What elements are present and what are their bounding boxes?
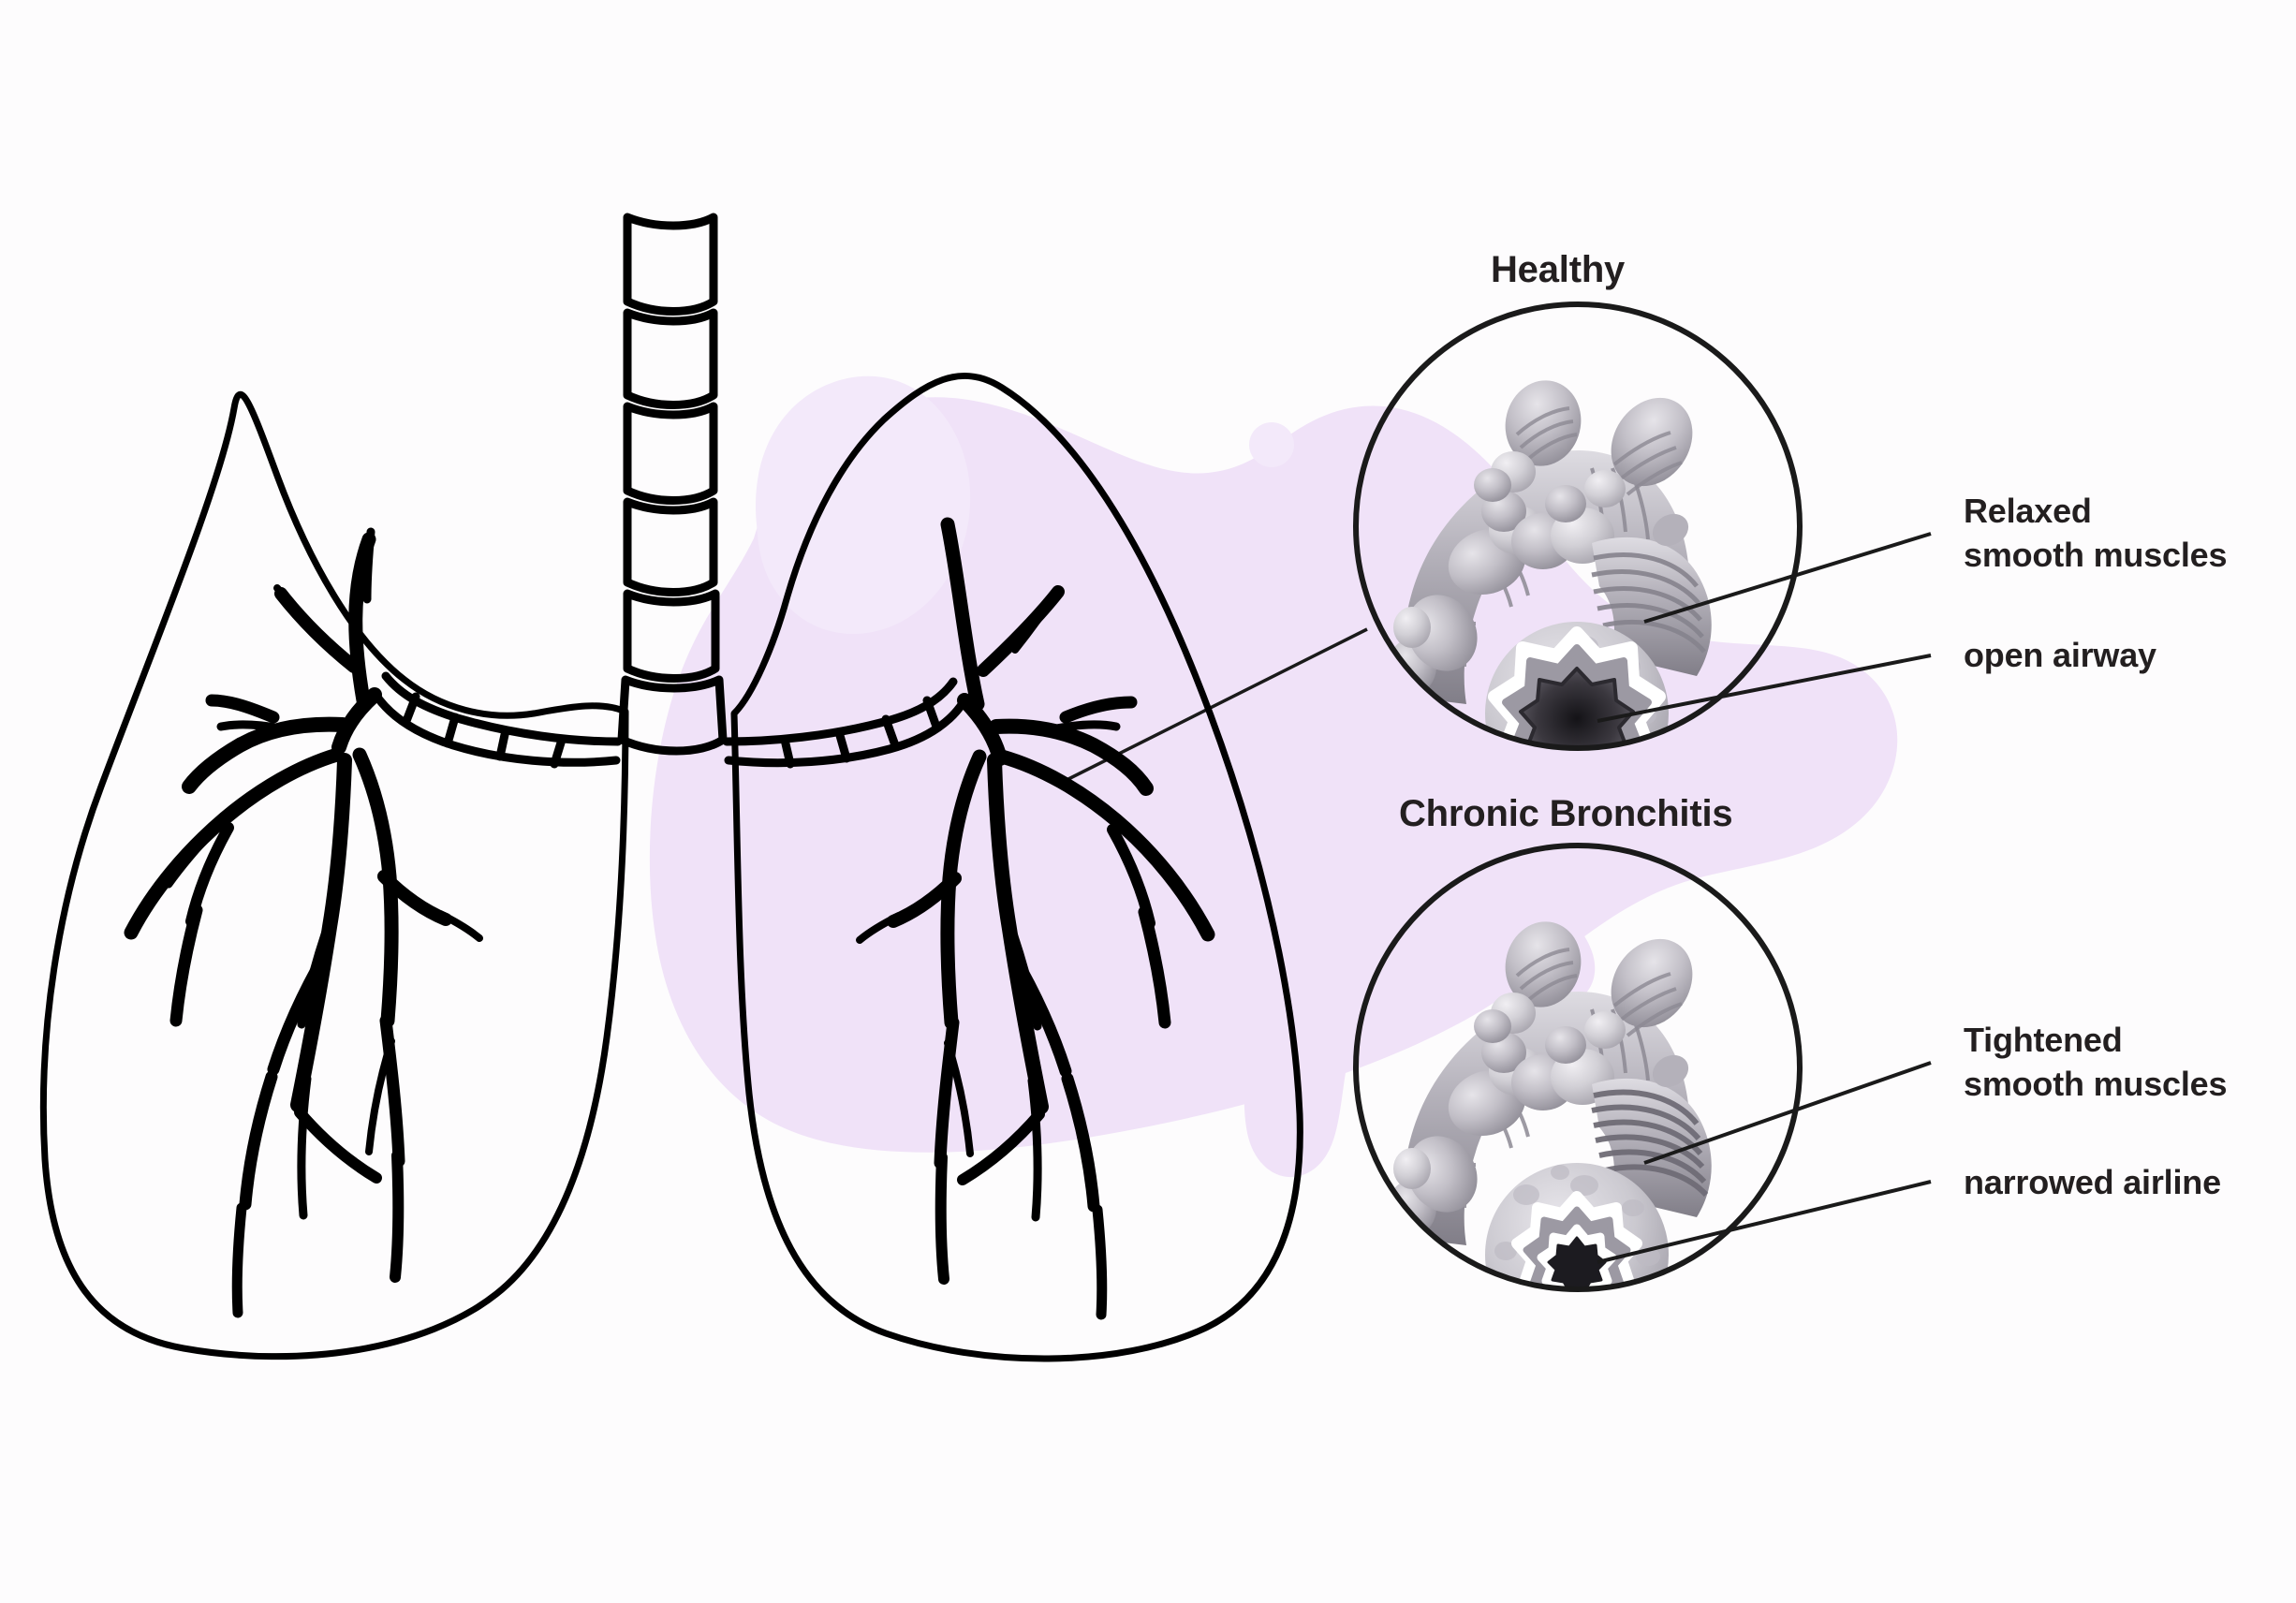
healthy-leader-lines: [1597, 532, 1932, 723]
callout-title-chronic-bronchitis: Chronic Bronchitis: [1399, 793, 1733, 834]
bronchial-tree-left: [124, 527, 483, 1318]
leader-tightened-muscles: [1643, 1061, 1932, 1165]
leader-relaxed-muscles: [1643, 532, 1932, 624]
label-open-airway: open airway: [1964, 636, 2156, 674]
label-relaxed-smooth-muscles: Relaxed smooth muscles: [1964, 492, 2228, 574]
leader-narrowed-airway: [1597, 1180, 1932, 1264]
smooth-muscle-bands-tightened: [1591, 1089, 1709, 1198]
leader-open-airway: [1597, 654, 1932, 723]
callout-title-healthy: Healthy: [1491, 249, 1626, 290]
background-accent-shape: [649, 375, 1898, 1178]
label-narrowed-airline: narrowed airline: [1964, 1163, 2221, 1201]
smooth-muscle-bands-relaxed: [1591, 552, 1706, 654]
main-bronchi: [370, 671, 969, 769]
lung-outlines: [39, 372, 1303, 1362]
accent-dot: [1249, 422, 1294, 467]
trachea: [617, 213, 728, 756]
label-tightened-smooth-muscles: Tightened smooth muscles: [1964, 1021, 2228, 1103]
callout-circle-healthy: [1353, 301, 1803, 751]
bronchial-tree-right: [856, 517, 1215, 1320]
bronchitis-leader-lines: [1597, 1061, 1932, 1264]
